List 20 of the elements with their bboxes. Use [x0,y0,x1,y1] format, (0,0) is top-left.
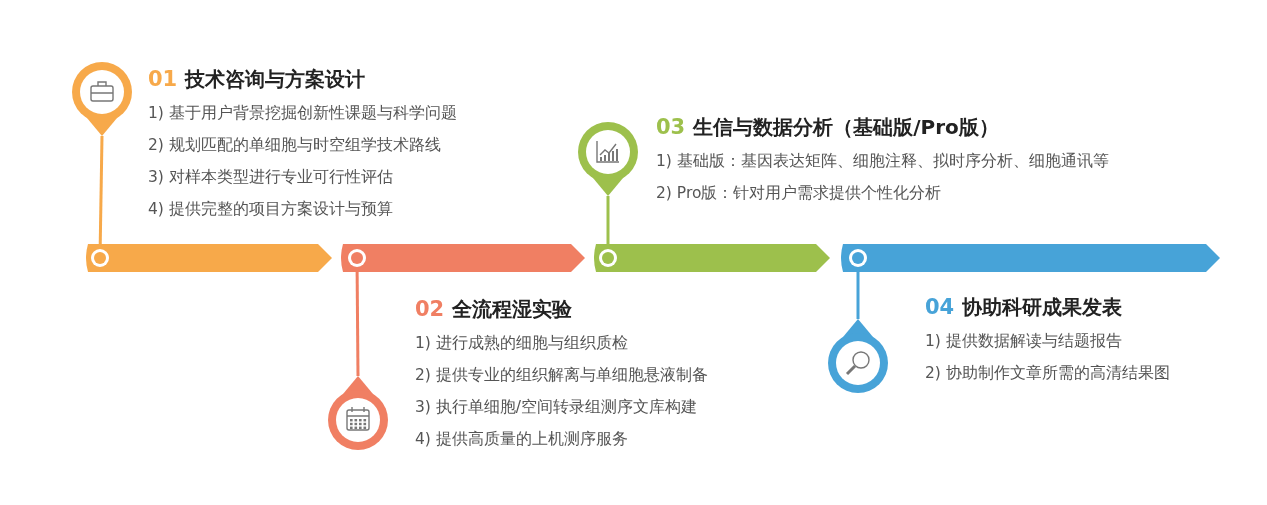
step-number: 03 [656,115,686,139]
step-title: 协助科研成果发表 [962,294,1123,321]
list-item: 3) 执行单细胞/空间转录组测序文库构建 [415,397,698,417]
list-item: 2) Pro版：针对用户需求提供个性化分析 [656,183,942,203]
list-item: 2) 协助制作文章所需的高清结果图 [925,363,1170,383]
list-item: 1) 进行成熟的细胞与组织质检 [415,333,628,353]
list-item: 1) 基础版：基因表达矩阵、细胞注释、拟时序分析、细胞通讯等 [656,151,1109,171]
step-number: 01 [148,67,178,91]
step-number: 04 [925,295,955,319]
step-number: 02 [415,297,445,321]
list-item: 1) 基于用户背景挖掘创新性课题与科学问题 [148,103,457,123]
step-title: 生信与数据分析（基础版/Pro版） [693,114,999,141]
list-item: 4) 提供完整的项目方案设计与预算 [148,199,393,219]
step-title: 全流程湿实验 [452,296,573,323]
list-item: 4) 提供高质量的上机测序服务 [415,429,628,449]
list-item: 2) 规划匹配的单细胞与时空组学技术路线 [148,135,441,155]
list-item: 1) 提供数据解读与结题报告 [925,331,1122,351]
list-item: 3) 对样本类型进行专业可行性评估 [148,167,393,187]
list-item: 2) 提供专业的组织解离与单细胞悬液制备 [415,365,708,385]
step-title: 技术咨询与方案设计 [185,66,366,93]
